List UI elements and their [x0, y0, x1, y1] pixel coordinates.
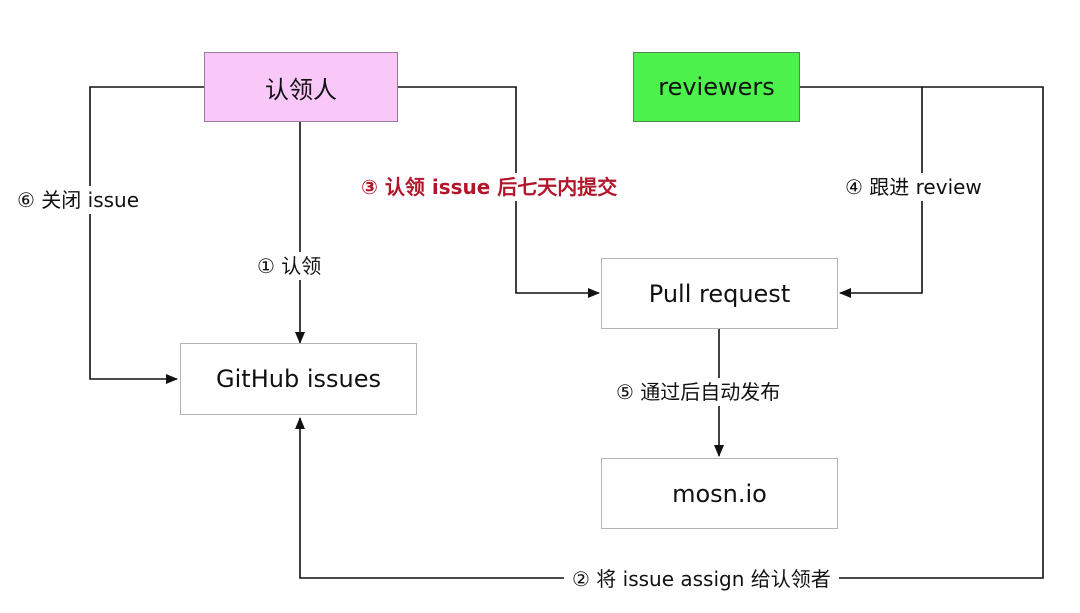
node-site-label: mosn.io — [672, 479, 767, 508]
node-site: mosn.io — [601, 458, 838, 529]
edge-review — [839, 87, 923, 298]
node-github-issues-label: GitHub issues — [216, 365, 381, 393]
node-github-issues: GitHub issues — [180, 343, 417, 415]
edge-label-review: ④ 跟进 review — [842, 173, 985, 201]
node-pull-request-label: Pull request — [648, 279, 791, 308]
node-pull-request: Pull request — [601, 258, 838, 329]
node-reviewers: reviewers — [633, 52, 800, 122]
edge-label-claim: ① 认领 — [254, 252, 325, 280]
node-claimer: 认领人 — [204, 52, 398, 122]
edge-close — [89, 86, 204, 384]
node-reviewers-label: reviewers — [658, 73, 775, 101]
edge-label-submit: ③ 认领 issue 后七天内提交 — [358, 173, 621, 201]
edge-label-assign: ② 将 issue assign 给认领者 — [564, 565, 839, 593]
edge-assign — [295, 86, 1044, 579]
edge-label-close: ⑥ 关闭 issue — [14, 186, 143, 214]
edge-label-publish: ⑤ 通过后自动发布 — [613, 378, 784, 406]
node-claimer-label: 认领人 — [265, 75, 337, 104]
